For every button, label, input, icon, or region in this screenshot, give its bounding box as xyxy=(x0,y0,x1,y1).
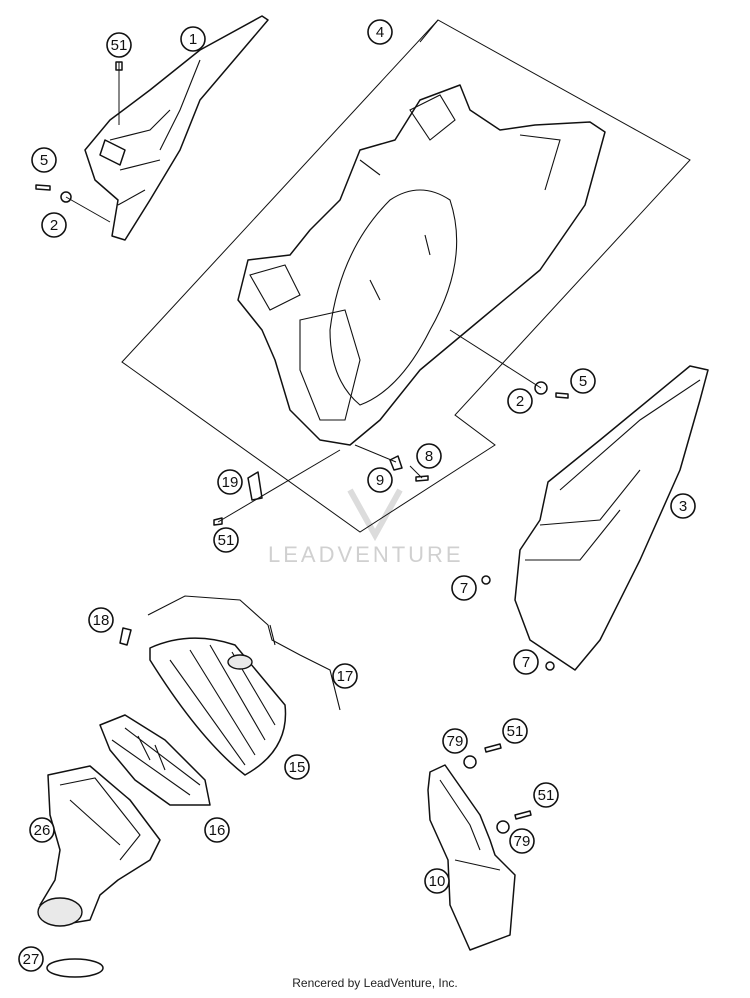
svg-text:2: 2 xyxy=(50,217,58,234)
svg-text:17: 17 xyxy=(337,668,354,685)
callout-19: 19 xyxy=(217,469,243,495)
part-16-filter-support xyxy=(99,714,211,806)
callout-2: 2 xyxy=(41,212,67,238)
callout-51: 51 xyxy=(502,718,528,744)
callout-51: 51 xyxy=(533,782,559,808)
svg-text:18: 18 xyxy=(93,612,110,629)
svg-text:27: 27 xyxy=(23,951,40,968)
callout-18: 18 xyxy=(88,607,114,633)
callout-3: 3 xyxy=(670,493,696,519)
svg-text:8: 8 xyxy=(425,448,433,465)
callouts: 51 1 5 2 4 5 2 3 8 9 19 51 7 7 18 17 15 … xyxy=(18,19,696,972)
callout-9: 9 xyxy=(367,467,393,493)
callout-5: 5 xyxy=(31,147,57,173)
callout-15: 15 xyxy=(284,754,310,780)
svg-text:4: 4 xyxy=(376,24,384,41)
svg-text:9: 9 xyxy=(376,472,384,489)
callout-27: 27 xyxy=(18,946,44,972)
callout-2: 2 xyxy=(507,388,533,414)
svg-text:16: 16 xyxy=(209,822,226,839)
callout-17: 17 xyxy=(332,663,358,689)
callout-8: 8 xyxy=(416,443,442,469)
svg-text:51: 51 xyxy=(111,37,128,54)
callout-79: 79 xyxy=(442,728,468,754)
svg-text:51: 51 xyxy=(538,787,555,804)
part-26-intake-boot xyxy=(37,765,161,927)
callout-1: 1 xyxy=(180,26,206,52)
svg-text:1: 1 xyxy=(189,31,197,48)
part-4-airbox xyxy=(237,84,606,446)
callout-5: 5 xyxy=(570,368,596,394)
part-15-air-filter xyxy=(149,637,287,776)
callout-51: 51 xyxy=(106,32,132,58)
svg-text:26: 26 xyxy=(34,822,51,839)
part-18-pin xyxy=(119,627,132,646)
svg-text:51: 51 xyxy=(218,532,235,549)
svg-text:7: 7 xyxy=(460,580,468,597)
svg-text:19: 19 xyxy=(222,474,239,491)
callout-79: 79 xyxy=(509,828,535,854)
svg-text:2: 2 xyxy=(516,393,524,410)
svg-text:10: 10 xyxy=(429,873,446,890)
render-credit: Rencered by LeadVenture, Inc. xyxy=(292,976,458,990)
hardware-right xyxy=(213,381,569,834)
callout-7: 7 xyxy=(451,575,477,601)
svg-text:79: 79 xyxy=(447,733,464,750)
svg-text:3: 3 xyxy=(679,498,687,515)
leader-lines xyxy=(65,19,542,523)
callout-4: 4 xyxy=(367,19,393,45)
watermark-text: LEADVENTURE xyxy=(268,542,464,567)
callout-10: 10 xyxy=(424,868,450,894)
callout-51: 51 xyxy=(213,527,239,553)
part-3-side-cover xyxy=(514,365,709,671)
callout-26: 26 xyxy=(29,817,55,843)
part-27-clamp xyxy=(46,958,104,978)
svg-text:51: 51 xyxy=(507,723,524,740)
svg-text:5: 5 xyxy=(40,152,48,169)
part-10-intake-cover xyxy=(427,764,516,951)
svg-text:5: 5 xyxy=(579,373,587,390)
svg-text:7: 7 xyxy=(522,654,530,671)
callout-7: 7 xyxy=(513,649,539,675)
callout-16: 16 xyxy=(204,817,230,843)
part-1-bracket xyxy=(84,15,269,241)
svg-text:15: 15 xyxy=(289,759,306,776)
svg-text:79: 79 xyxy=(514,833,531,850)
part-17-filter-cage xyxy=(147,595,341,711)
watermark: LEADVENTURE xyxy=(268,488,464,567)
